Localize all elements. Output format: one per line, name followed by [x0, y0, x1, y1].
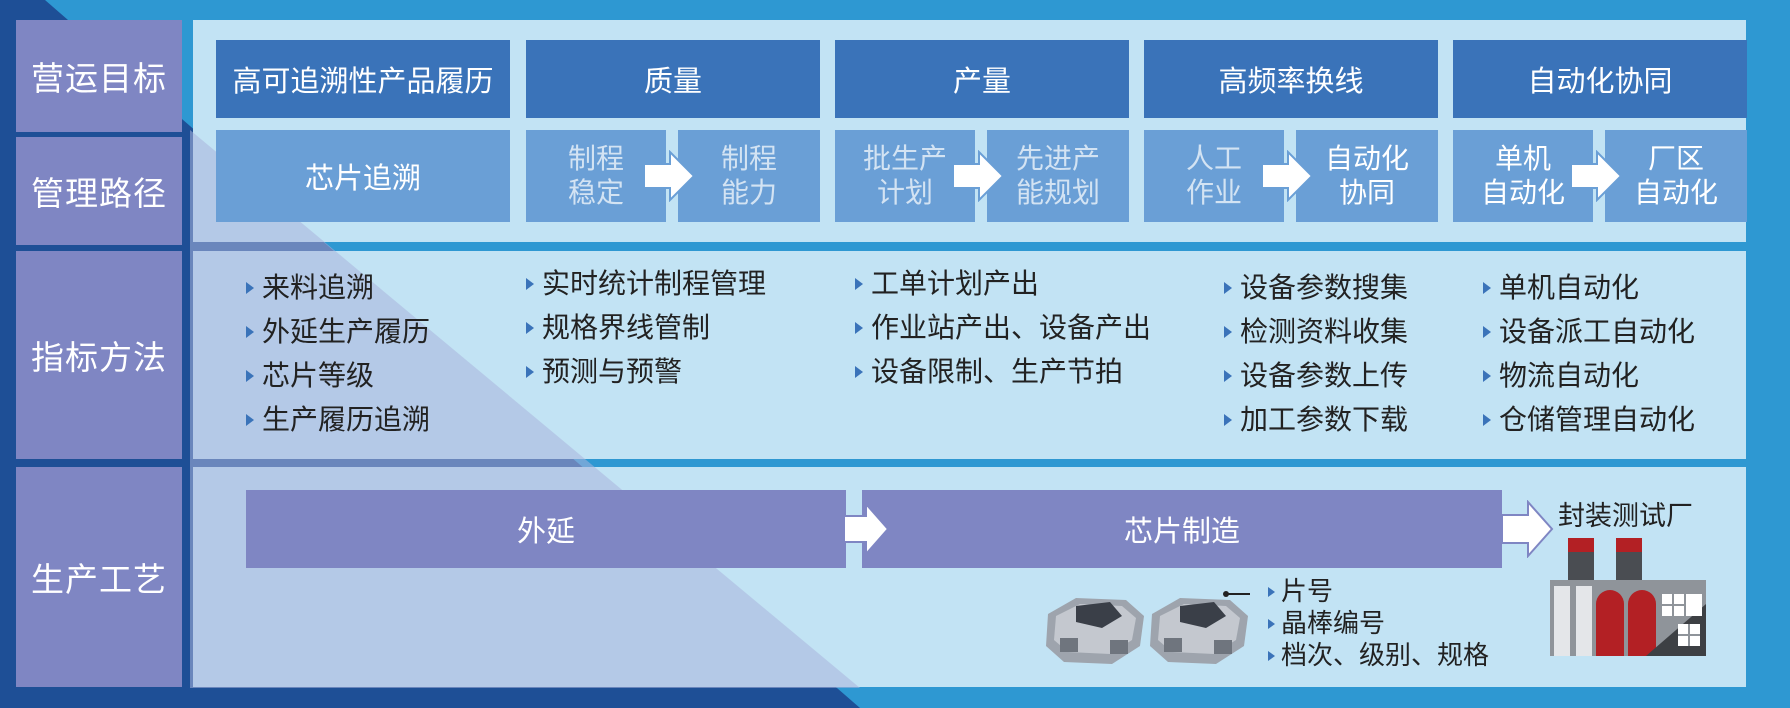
arrow-right-icon: [1501, 500, 1554, 558]
list-item: 物流自动化: [1483, 354, 1695, 398]
list-item: 单机自动化: [1483, 266, 1695, 310]
arrow-right-icon: [952, 150, 1005, 202]
list-item: 设备参数搜集: [1224, 266, 1408, 310]
path-from: 单机 自动化: [1453, 130, 1593, 222]
goal-traceability: 高可追溯性产品履历: [216, 40, 510, 118]
bullet-icon: [1224, 282, 1232, 294]
process-step-epitaxy: 外延: [246, 490, 846, 568]
goal-changeover: 高频率换线: [1144, 40, 1438, 118]
list-item: 加工参数下载: [1224, 398, 1408, 442]
path-pair-output: 批生产 计划 先进产 能规划: [835, 130, 1129, 222]
bullet-icon: [1224, 326, 1232, 338]
row-label-paths: 管理路径: [16, 137, 182, 245]
bullet-icon: [1483, 282, 1491, 294]
factory-label: 封装测试厂: [1558, 501, 1693, 532]
bullet-icon: [526, 322, 534, 334]
chip-info-list: 片号 晶棒编号 档次、级别、规格: [1268, 576, 1489, 672]
bullet-icon: [526, 278, 534, 290]
bullet-icon: [526, 366, 534, 378]
list-item: 工单计划产出: [855, 262, 1151, 306]
bullet-icon: [1268, 587, 1275, 597]
methods-list-changeover: 设备参数搜集 检测资料收集 设备参数上传 加工参数下载: [1224, 266, 1408, 442]
bullet-icon: [855, 278, 863, 290]
goal-output: 产量: [835, 40, 1129, 118]
list-item: 外延生产履历: [246, 310, 430, 354]
path-to: 厂区 自动化: [1605, 130, 1747, 222]
list-item: 芯片等级: [246, 354, 430, 398]
row-label-process: 生产工艺: [16, 467, 182, 687]
factory-icon: [1550, 538, 1706, 656]
bullet-icon: [1224, 414, 1232, 426]
arrow-right-icon: [1261, 150, 1314, 202]
bullet-icon: [1483, 326, 1491, 338]
list-item: 来料追溯: [246, 266, 430, 310]
path-from: 批生产 计划: [835, 130, 975, 222]
bullet-icon: [855, 366, 863, 378]
goal-quality: 质量: [526, 40, 820, 118]
list-item: 实时统计制程管理: [526, 262, 766, 306]
goal-automation: 自动化协同: [1453, 40, 1747, 118]
bullet-icon: [855, 322, 863, 334]
bullet-icon: [246, 370, 254, 382]
bullet-icon: [1483, 370, 1491, 382]
list-item: 生产履历追溯: [246, 398, 430, 442]
path-pair-automation: 单机 自动化 厂区 自动化: [1453, 130, 1747, 222]
path-pair-quality: 制程 稳定 制程 能力: [526, 130, 820, 222]
list-item: 档次、级别、规格: [1268, 640, 1489, 672]
arrow-right-icon: [843, 502, 890, 556]
path-from: 人工 作业: [1144, 130, 1284, 222]
list-item: 作业站产出、设备产出: [855, 306, 1151, 350]
row-label-methods: 指标方法: [16, 251, 182, 459]
list-item: 晶棒编号: [1268, 608, 1489, 640]
path-chip-trace: 芯片追溯: [216, 130, 510, 222]
bullet-icon: [246, 414, 254, 426]
bullet-icon: [246, 326, 254, 338]
methods-list-quality: 实时统计制程管理 规格界线管制 预测与预警: [526, 262, 766, 394]
bullet-icon: [246, 282, 254, 294]
path-to: 自动化 协同: [1296, 130, 1438, 222]
bullet-icon: [1224, 370, 1232, 382]
methods-list-automation: 单机自动化 设备派工自动化 物流自动化 仓储管理自动化: [1483, 266, 1695, 442]
arrow-right-icon: [643, 150, 696, 202]
list-item: 设备参数上传: [1224, 354, 1408, 398]
methods-list-traceability: 来料追溯 外延生产履历 芯片等级 生产履历追溯: [246, 266, 430, 442]
list-item: 片号: [1268, 576, 1489, 608]
list-item: 设备派工自动化: [1483, 310, 1695, 354]
bullet-icon: [1268, 619, 1275, 629]
path-to: 制程 能力: [678, 130, 820, 222]
list-item: 设备限制、生产节拍: [855, 350, 1151, 394]
path-to: 先进产 能规划: [987, 130, 1129, 222]
bullet-icon: [1483, 414, 1491, 426]
path-pair-changeover: 人工 作业 自动化 协同: [1144, 130, 1438, 222]
arrow-right-icon: [1570, 150, 1623, 202]
methods-list-output: 工单计划产出 作业站产出、设备产出 设备限制、生产节拍: [855, 262, 1151, 394]
list-item: 预测与预警: [526, 350, 766, 394]
list-item: 检测资料收集: [1224, 310, 1408, 354]
process-step-chip: 芯片制造: [862, 490, 1502, 568]
row-label-goals: 营运目标: [16, 20, 182, 132]
wafer-machine-image: [1046, 591, 1250, 664]
bullet-icon: [1268, 651, 1275, 661]
path-from: 制程 稳定: [526, 130, 666, 222]
list-item: 仓储管理自动化: [1483, 398, 1695, 442]
list-item: 规格界线管制: [526, 306, 766, 350]
